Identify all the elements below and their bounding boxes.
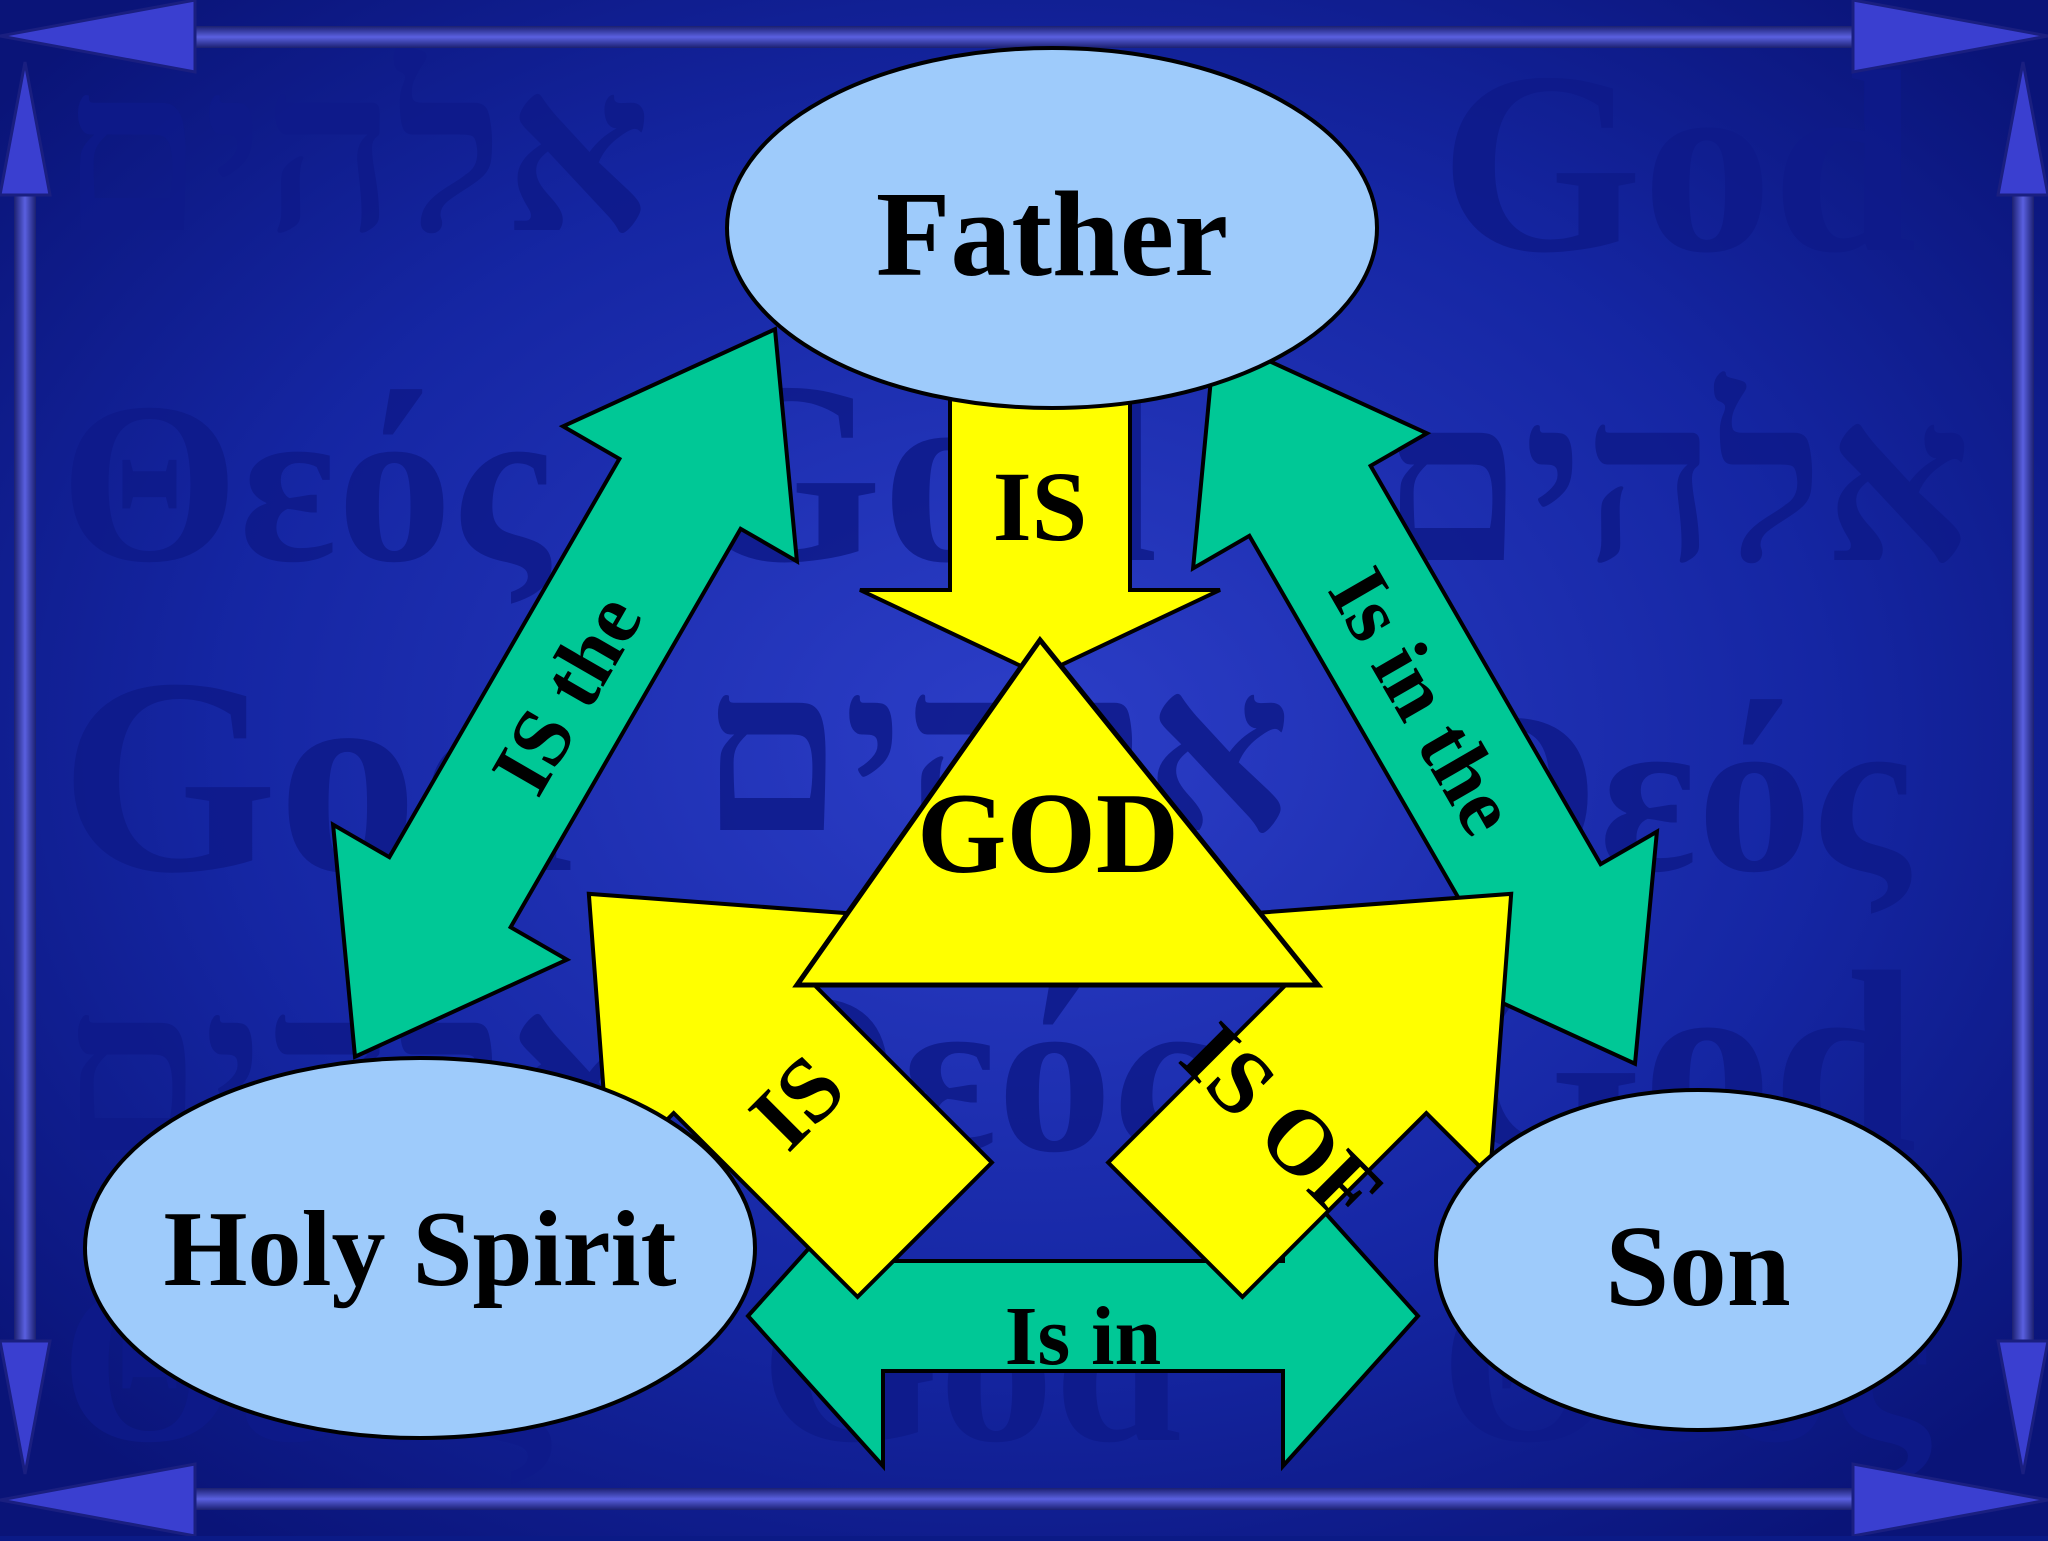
watermark-hebrew: אלהים bbox=[1380, 355, 1971, 610]
frame-top-bar bbox=[190, 26, 1858, 48]
frame-right-bar bbox=[2012, 190, 2034, 1346]
frame-arrow-right-up-icon bbox=[1996, 61, 2048, 197]
frame-arrow-left-up-icon bbox=[0, 61, 52, 197]
node-father-label: Father bbox=[876, 167, 1228, 302]
node-holy-spirit-label: Holy Spirit bbox=[163, 1190, 676, 1309]
double-arrow-father-spirit bbox=[330, 326, 800, 1060]
frame-arrow-bottom-right-icon bbox=[1851, 1462, 2048, 1538]
frame-arrow-left-down-icon bbox=[0, 1339, 52, 1475]
frame-arrow-right-down-icon bbox=[1996, 1339, 2048, 1475]
frame-left-bar bbox=[14, 190, 36, 1346]
god-label: GOD bbox=[917, 770, 1179, 897]
link-label-father-god: IS bbox=[993, 451, 1088, 562]
frame-arrow-top-left-icon bbox=[0, 0, 197, 74]
watermark-hebrew: אלהים bbox=[60, 25, 651, 280]
watermark-god: God bbox=[1440, 19, 1917, 307]
frame-bottom-bar bbox=[190, 1488, 1858, 1510]
double-arrow-father-son bbox=[1190, 333, 1660, 1067]
node-holy-spirit bbox=[83, 1056, 757, 1440]
frame-arrow-top-right-icon bbox=[1851, 0, 2048, 74]
link-label-spirit-son: Is in bbox=[1005, 1290, 1161, 1383]
frame-arrow-bottom-left-icon bbox=[0, 1462, 197, 1538]
watermark-greek: Θεός bbox=[60, 355, 552, 610]
node-son bbox=[1434, 1088, 1962, 1432]
node-father bbox=[725, 46, 1379, 410]
link-son-god: IS OF bbox=[1105, 891, 1514, 1300]
god-triangle bbox=[792, 635, 1324, 988]
node-son-label: Son bbox=[1605, 1203, 1790, 1330]
